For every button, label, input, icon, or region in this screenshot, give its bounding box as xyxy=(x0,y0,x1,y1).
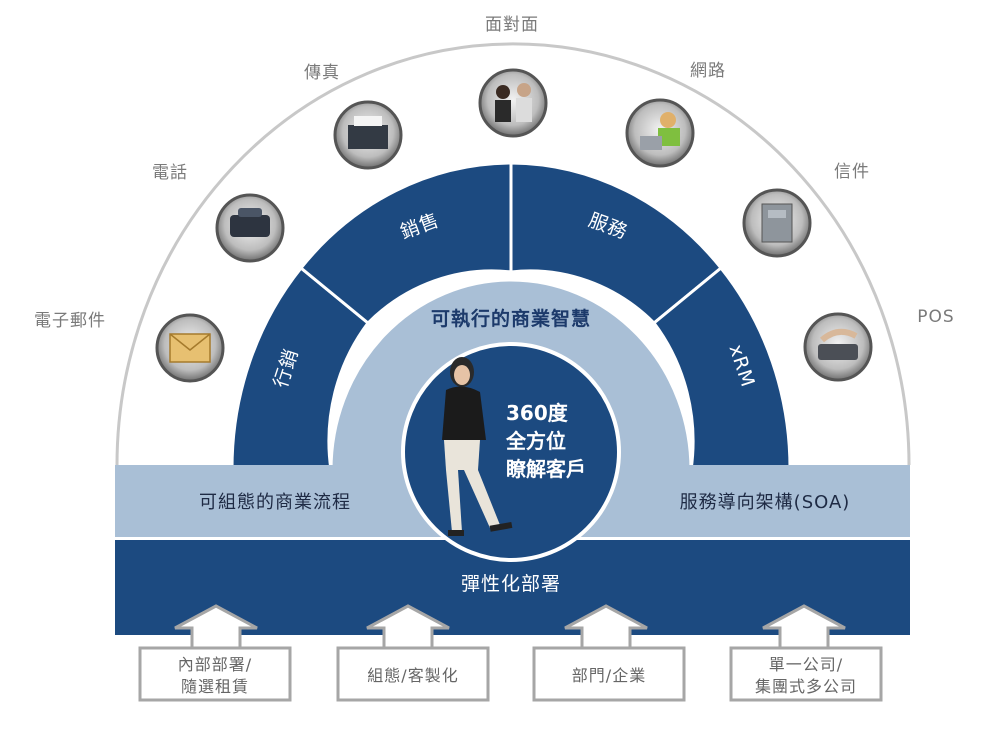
deployment-arrows xyxy=(174,604,846,650)
option-4-line-1: 單一公司/ xyxy=(769,655,843,674)
core-line-1: 360度 xyxy=(506,401,569,425)
laptop-user-icon xyxy=(625,98,695,168)
channel-label-mail: 信件 xyxy=(834,162,870,182)
card-terminal-icon xyxy=(803,312,873,382)
phone-icon xyxy=(215,193,285,263)
band-label-left: 可組態的商業流程 xyxy=(199,492,351,513)
up-arrow-icon xyxy=(366,604,450,650)
band-label-right: 服務導向架構(SOA) xyxy=(680,492,851,513)
channel-label-face-to-face: 面對面 xyxy=(485,15,539,35)
segments-ring xyxy=(230,161,792,472)
outer-arc xyxy=(115,42,911,466)
channel-label-pos: POS xyxy=(917,307,954,327)
up-arrow-icon xyxy=(564,604,648,650)
option-box xyxy=(532,646,686,702)
option-4-line-2: 集團式多公司 xyxy=(755,677,857,696)
channel-label-phone: 電話 xyxy=(152,163,188,183)
channel-icons xyxy=(155,68,873,383)
channel-label-fax: 傳真 xyxy=(304,63,340,83)
fax-machine-icon xyxy=(333,100,403,170)
option-3-line-1: 部門/企業 xyxy=(572,666,646,685)
customer-person-icon xyxy=(442,357,513,536)
core-line-3: 瞭解客戶 xyxy=(506,457,586,481)
option-boxes xyxy=(138,646,883,702)
meeting-photo-icon xyxy=(478,68,548,138)
up-arrow-icon xyxy=(174,604,258,650)
channel-label-web: 網路 xyxy=(690,61,726,81)
up-arrow-icon xyxy=(762,604,846,650)
option-box xyxy=(138,646,292,702)
option-1-line-2: 隨選租賃 xyxy=(181,677,249,696)
option-1-line-1: 內部部署/ xyxy=(178,655,252,674)
mailbox-icon xyxy=(742,188,812,258)
option-box xyxy=(336,646,490,702)
bi-ring-label: 可執行的商業智慧 xyxy=(431,307,591,330)
core-line-2: 全方位 xyxy=(505,429,566,453)
option-2-line-1: 組態/客製化 xyxy=(367,666,458,685)
envelope-icon xyxy=(155,313,225,383)
option-box xyxy=(729,646,883,702)
channel-label-email: 電子郵件 xyxy=(34,311,106,331)
deployment-label: 彈性化部署 xyxy=(461,573,561,595)
